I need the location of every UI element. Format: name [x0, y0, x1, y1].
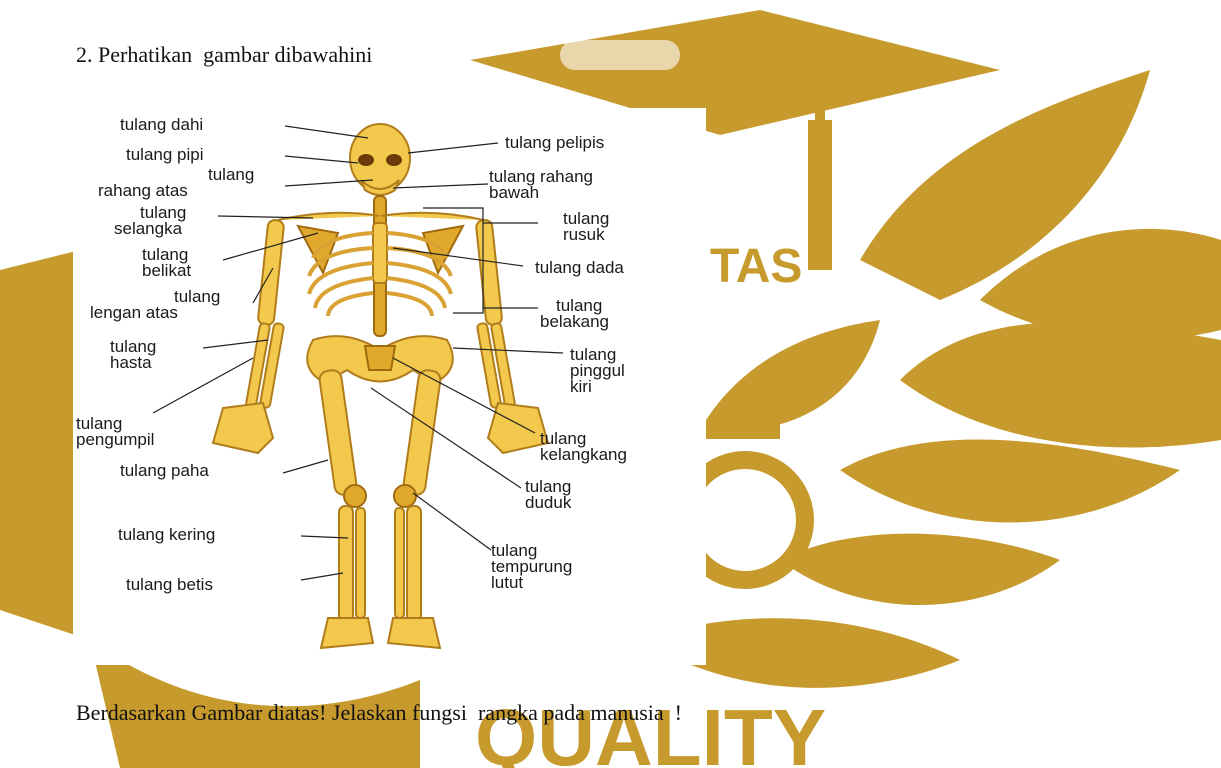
label-tulang-dahi: tulang dahi — [120, 115, 203, 134]
fibula-left — [356, 508, 365, 618]
sacrum — [365, 346, 395, 370]
label-tulang-dada: tulang dada — [535, 258, 624, 277]
watermark-word-top: TAS — [710, 240, 802, 293]
label-tulang-lengan-atas-1: tulang — [174, 287, 220, 306]
fibula-right — [395, 508, 404, 618]
label-tulang-pinggul-3: kiri — [570, 377, 592, 396]
label-tulang-selangka-2: selangka — [114, 219, 183, 238]
question-prompt: Berdasarkan Gambar diatas! Jelaskan fung… — [76, 700, 682, 726]
clavicle-left — [278, 213, 379, 220]
skeleton-figure: tulang dahi tulang pelipis tulang pipi t… — [73, 108, 706, 665]
hand-right — [488, 403, 548, 453]
foot-right — [388, 618, 440, 648]
label-tulang-kering: tulang kering — [118, 525, 215, 544]
label-tulang-tempurung-3: lutut — [491, 573, 523, 592]
question-title: 2. Perhatikan gambar dibawahini — [76, 42, 372, 68]
kneecap-right — [394, 485, 416, 507]
label-tulang-pengumpil-2: pengumpil — [76, 430, 154, 449]
label-tulang-kelangkang-2: kelangkang — [540, 445, 627, 464]
eye-socket-left — [358, 154, 374, 166]
tibia-left — [339, 506, 353, 621]
label-tulang-pipi: tulang pipi — [126, 145, 204, 164]
label-tulang-duduk-2: duduk — [525, 493, 572, 512]
sternum — [373, 223, 387, 283]
femur-left — [318, 369, 357, 496]
hand-left — [213, 403, 273, 453]
label-tulang-belakang-2: belakang — [540, 312, 609, 331]
femur-right — [402, 369, 441, 496]
humerus-right — [476, 219, 503, 325]
label-tulang-rahang-bawah-2: bawah — [489, 183, 539, 202]
label-tulang-rahang-atas-2: rahang atas — [98, 181, 188, 200]
label-tulang-hasta-2: hasta — [110, 353, 152, 372]
eye-socket-right — [386, 154, 402, 166]
label-tulang-rahang-atas-1: tulang — [208, 165, 254, 184]
kneecap-left — [344, 485, 366, 507]
label-tulang-lengan-atas-2: lengan atas — [90, 303, 178, 322]
skeleton-diagram: tulang dahi tulang pelipis tulang pipi t… — [73, 108, 706, 665]
label-tulang-betis: tulang betis — [126, 575, 213, 594]
label-tulang-rusuk-2: rusuk — [563, 225, 605, 244]
clavicle-right — [381, 213, 483, 220]
label-tulang-pelipis: tulang pelipis — [505, 133, 604, 152]
label-tulang-paha: tulang paha — [120, 461, 209, 480]
foot-left — [321, 618, 373, 648]
tibia-right — [407, 506, 421, 621]
laurel-leaf-icon — [640, 70, 1221, 688]
label-tulang-belikat-2: belikat — [142, 261, 191, 280]
